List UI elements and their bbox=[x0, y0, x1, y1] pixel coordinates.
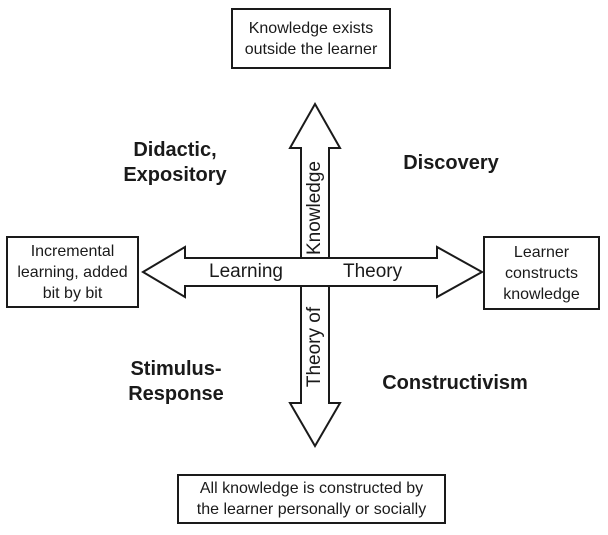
quadrant-line: Stimulus- bbox=[130, 358, 222, 380]
quadrant-line: Didactic, bbox=[133, 139, 217, 161]
quadrant-didactic: Didactic, Expository bbox=[105, 138, 245, 188]
box-line: Learner bbox=[513, 243, 570, 261]
box-line: outside the learner bbox=[244, 40, 378, 58]
quadrant-line: Expository bbox=[123, 164, 227, 186]
quadrant-line: Discovery bbox=[403, 152, 499, 174]
box-line: knowledge bbox=[503, 285, 580, 303]
box-line: All knowledge is constructed by bbox=[199, 480, 424, 497]
knowledge-constructed-box: All knowledge is constructed by the lear… bbox=[177, 474, 446, 524]
quadrant-stimulus-response: Stimulus- Response bbox=[106, 357, 246, 407]
box-line: learning, added bbox=[17, 263, 128, 281]
box-line: Knowledge exists bbox=[248, 19, 374, 37]
learner-constructs-box: Learner constructs knowledge bbox=[483, 236, 600, 310]
incremental-learning-box: Incremental learning, added bit by bit bbox=[6, 236, 139, 308]
quadrant-discovery: Discovery bbox=[386, 151, 516, 176]
quadrant-line: Response bbox=[128, 383, 224, 405]
box-line: constructs bbox=[505, 264, 578, 282]
quadrant-line: Constructivism bbox=[382, 372, 528, 394]
box-line: bit by bit bbox=[42, 284, 103, 302]
box-line: Incremental bbox=[30, 242, 115, 260]
knowledge-outside-box: Knowledge exists outside the learner bbox=[231, 8, 391, 69]
box-line: the learner personally or socially bbox=[196, 501, 427, 518]
theory-of-axis-label: Theory of bbox=[304, 306, 325, 388]
learning-axis-label: Learning bbox=[209, 261, 283, 282]
knowledge-axis-label: Knowledge bbox=[304, 160, 325, 256]
quadrant-constructivism: Constructivism bbox=[370, 371, 540, 396]
learning-axis-arrow bbox=[141, 245, 485, 299]
theory-axis-label: Theory bbox=[343, 261, 403, 282]
